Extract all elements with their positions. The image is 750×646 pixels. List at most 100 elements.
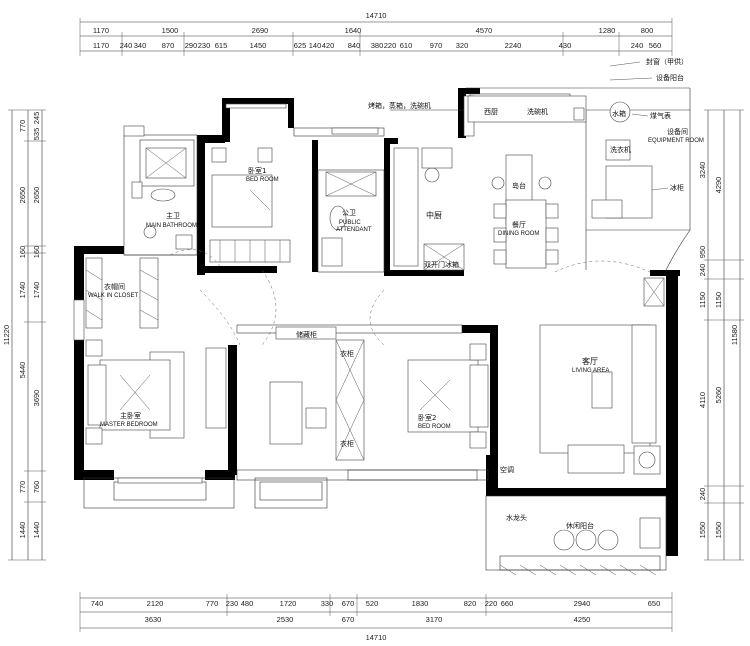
right-dim-2-2: 950 [698,246,707,259]
right-dim-2-5: 4110 [698,392,707,408]
top-dim-2-1: 1170 [93,41,109,50]
left-dim-2-8: 770 [18,481,27,494]
bottom-dim-3: 770 [206,599,219,608]
bottom-dim-7: 330 [321,599,334,608]
right-dim-2-1: 3240 [698,162,707,179]
washer-note: 洗衣机 [610,145,631,154]
top-dim-3: 2690 [252,26,269,35]
wardrobe-note-a: 衣柜 [340,349,354,358]
dining-label: 餐厅 [512,220,526,229]
top-dimensions: 14710 1170 1500 2690 1640 4570 1280 800 … [79,11,673,56]
room-labels: 主卫 MAIN BATHROOM 卧室1 BED ROOM 公卫 PUBLIC … [88,108,704,530]
equipment-en-label: EQUIPMENT ROOM [648,138,704,144]
left-dim-1: 770 [18,120,27,133]
dining-en-label: DINING ROOM [498,231,539,237]
dishwasher-note: 洗碗机 [527,107,548,116]
fridge-cabinet-note: 冰柜 [670,183,684,192]
left-dim-5: 5440 [18,362,27,379]
bottom-dim-2-4: 3170 [426,615,443,624]
top-dim-2-19: 430 [559,41,572,50]
bottom-dim-1: 740 [91,599,104,608]
bottom-dim-13: 660 [501,599,514,608]
right-dim-2: 1150 [714,292,723,308]
faucet-note: 水龙头 [506,513,527,522]
left-dimensions: 11220 770 2650 160 1740 5440 1440 245 53… [2,109,46,561]
bottom-dim-2: 2120 [147,599,164,608]
left-dim-2-5: 1740 [32,282,41,299]
top-dim-5: 4570 [476,26,493,35]
top-dim-2-11: 420 [322,41,335,50]
left-dim-2-4: 160 [32,246,41,259]
left-dim-3: 160 [18,246,27,259]
left-dim-2-6: 3690 [32,390,41,407]
public-bath-en-label-1: PUBLIC [339,220,361,226]
right-dim-1: 4290 [714,177,723,194]
top-dim-2-13: 380 [371,41,384,50]
living-en-label: LIVING AREA [572,368,609,374]
right-dimensions: 4290 1150 5260 1550 11580 3240 950 240 1… [698,109,744,561]
right-dim-2-3: 240 [698,264,707,277]
living-label: 客厅 [582,356,598,366]
balcony-label: 休闲阳台 [566,521,594,530]
bottom-dim-5: 480 [241,599,254,608]
master-bath-en-label: MAIN BATHROOM [146,223,197,229]
bottom-dim-8: 670 [342,599,355,608]
bottom-dim-14: 2940 [574,599,591,608]
top-dim-7: 800 [641,26,654,35]
bedroom1-en-label: BED ROOM [246,177,279,183]
top-dim-2-6: 230 [198,41,211,50]
bottom-dim-15: 650 [648,599,661,608]
walls [74,88,680,556]
right-total-dim: 11580 [730,325,739,345]
western-kitchen-label: 西厨 [484,108,498,116]
wardrobe-note-b: 衣柜 [340,439,354,448]
left-dim-2-2: 535 [32,128,41,141]
equipment-label: 设备间 [667,127,688,136]
bottom-dim-2-5: 4250 [574,615,591,624]
left-total-dim: 11220 [2,325,11,345]
ac-note: 空调 [500,465,514,474]
right-dim-2-4: 1150 [698,292,707,308]
right-dim-3: 5260 [714,387,723,404]
annotation-labels: 封窗（甲供） 设备阳台 煤气表 水箱 洗衣机 冰柜 烤箱，蒸箱，洗碗机 洗碗机 … [296,57,688,522]
top-dim-6: 1280 [599,26,616,35]
left-dim-2-7: 760 [32,481,41,494]
walkin-en-label: WALK IN CLOSET [88,293,138,299]
bottom-dim-9: 520 [366,599,379,608]
public-bath-en-label-2: ATTENDANT [336,227,372,233]
top-dim-2-21: 560 [649,41,662,50]
left-dim-2-3: 2650 [32,187,41,204]
left-dim-2: 2650 [18,187,27,204]
top-dim-2-8: 1450 [250,41,267,50]
master-bed-label: 主卧室 [120,411,141,420]
top-dim-1: 1170 [93,26,109,35]
bottom-dimensions: 740 2120 770 230 480 1720 330 670 520 18… [79,592,673,642]
left-dim-6: 1440 [18,522,27,539]
left-dim-2-1: 245 [32,112,41,125]
walkin-label: 衣帽间 [104,282,125,291]
bedroom1-label: 卧室1 [248,166,266,175]
bedroom2-label: 卧室2 [418,413,436,422]
top-dim-2-12: 840 [348,41,361,50]
right-dim-2-7: 1550 [698,522,707,539]
bottom-dim-2-3: 670 [342,615,355,624]
top-dim-2-5: 290 [185,41,198,50]
bottom-dim-6: 1720 [280,599,297,608]
top-dim-4: 1640 [345,26,362,35]
top-dim-2-9: 625 [294,41,307,50]
top-dim-2-14: 220 [384,41,397,50]
master-bed-en-label: MASTER BEDROOM [100,422,158,428]
top-dim-2-17: 320 [456,41,469,50]
top-dim-2-7: 615 [215,41,228,50]
left-dim-2-9: 1440 [32,522,41,539]
top-total-dim: 14710 [366,11,387,20]
gas-meter-note: 煤气表 [650,111,671,120]
top-dim-2-2: 240 [120,41,133,50]
appliances-note: 烤箱，蒸箱，洗碗机 [368,101,431,110]
kitchen-mid-label: 中厨 [426,210,442,220]
top-dim-2-16: 970 [430,41,443,50]
bedroom2-en-label: BED ROOM [418,424,451,430]
public-bath-label: 公卫 [342,209,356,217]
bottom-dim-10: 1830 [412,599,429,608]
